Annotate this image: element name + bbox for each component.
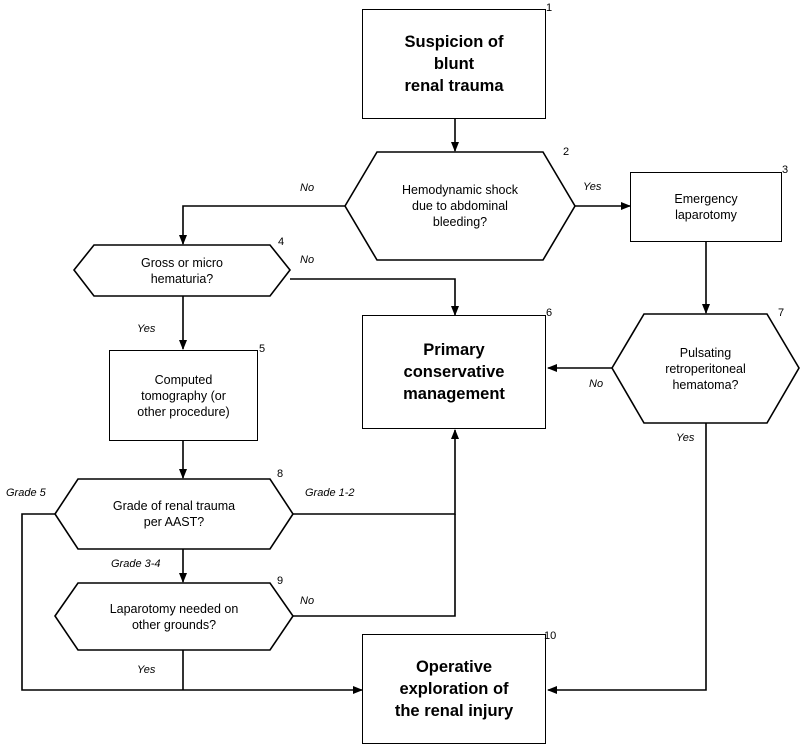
edge-label-8-grade12: Grade 1-2: [305, 487, 355, 499]
node-4: Gross or micro hematuria?: [94, 245, 270, 296]
node-5-number: 5: [259, 343, 266, 355]
node-10-text: Operative exploration of the renal injur…: [394, 658, 514, 720]
node-9-number: 9: [277, 575, 284, 587]
node-10-number: 10: [544, 630, 557, 642]
edge-label-2-no: No: [300, 182, 315, 194]
node-10: Operative exploration of the renal injur…: [362, 634, 546, 744]
node-1-text: Suspicion of blunt renal trauma: [404, 33, 504, 95]
node-6: Primary conservative management: [362, 315, 546, 429]
node-3: Emergency laparotomy: [630, 172, 782, 242]
node-6-number: 6: [546, 307, 553, 319]
edge-8-10: [21, 513, 363, 694]
edge-label-4-no: No: [300, 254, 315, 266]
edge-4-6: [290, 278, 459, 316]
node-1-number: 1: [546, 2, 553, 14]
node-5-text: Computed tomography (or other procedure): [137, 372, 230, 419]
node-2-text: Hemodynamic shock due to abdominal bleed…: [401, 183, 518, 229]
edge-label-9-no: No: [300, 595, 315, 607]
edge-label-2-yes: Yes: [583, 181, 602, 193]
edge-label-7-no: No: [589, 378, 604, 390]
edge-label-7-yes: Yes: [676, 432, 695, 444]
node-4-shape: [72, 244, 292, 297]
node-8: Grade of renal trauma per AAST?: [78, 479, 270, 549]
edge-8-6: [293, 429, 459, 515]
node-7: Pulsating retroperitoneal hematoma?: [644, 314, 767, 423]
edge-9-6: [293, 514, 456, 617]
node-9: Laparotomy needed on other grounds?: [78, 583, 270, 650]
edge-7-10: [547, 423, 707, 694]
node-8-text: Grade of renal trauma per AAST?: [112, 499, 236, 529]
node-5: Computed tomography (or other procedure): [109, 350, 258, 441]
node-3-number: 3: [782, 164, 789, 176]
node-7-text: Pulsating retroperitoneal hematoma?: [665, 345, 746, 392]
node-7-shape: [611, 313, 800, 424]
edge-label-8-grade34: Grade 3-4: [111, 558, 161, 570]
edge-label-4-yes: Yes: [137, 323, 156, 335]
node-1: Suspicion of blunt renal trauma: [362, 9, 546, 119]
node-8-number: 8: [277, 468, 284, 480]
node-2-number: 2: [563, 146, 570, 158]
node-3-text: Emergency laparotomy: [674, 192, 738, 222]
node-6-text: Primary conservative management: [403, 341, 505, 403]
edge-label-9-yes: Yes: [137, 664, 156, 676]
node-2: Hemodynamic shock due to abdominal bleed…: [377, 152, 543, 260]
node-4-number: 4: [278, 236, 285, 248]
edge-label-8-grade5: Grade 5: [6, 487, 46, 499]
node-4-text: Gross or micro hematuria?: [141, 255, 223, 286]
node-9-text: Laparotomy needed on other grounds?: [109, 601, 239, 632]
node-7-number: 7: [778, 307, 785, 319]
edge-2-4: [179, 205, 345, 245]
